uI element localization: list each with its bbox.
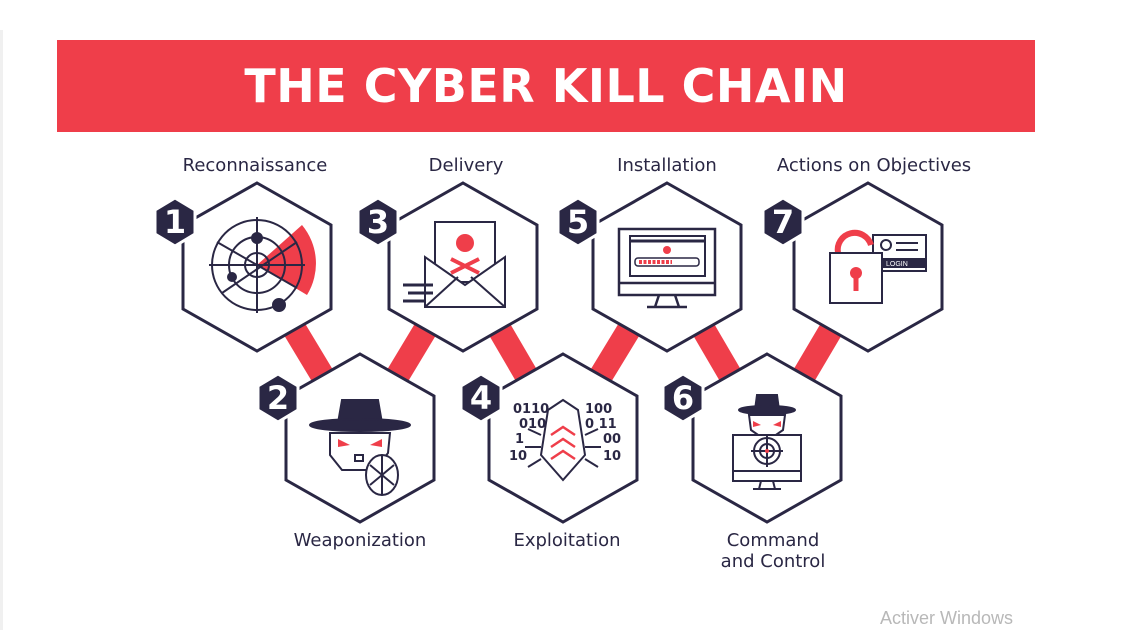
binary-text: 1 [515,432,524,447]
monitor-malware-install-icon [617,227,717,309]
step-number: 2 [267,379,289,417]
hacker-grenade-icon [309,399,411,496]
binary-text: 0110 [513,402,549,417]
number-badge [356,196,400,248]
step-label-exploitation: Exploitation [513,530,621,551]
number-badge [661,372,705,424]
number-badge [761,196,805,248]
malicious-email-icon [403,221,506,308]
step-hexagon-5 [591,181,743,353]
step-number: 5 [567,203,589,241]
radar-icon [209,217,316,313]
label-line: Command [726,530,820,551]
number-badge [256,372,300,424]
bug-binary-icon: 0110 010 1 10 100 0 11 00 10 [509,398,621,482]
step-number: 7 [772,203,794,241]
number-badge [153,196,197,248]
number-badges: 1 2 3 4 5 6 7 [153,196,805,424]
unlocked-login-icon: LOGIN [829,229,927,304]
step-label-command-and-control: Command and Control [653,530,893,572]
step-label-actions-on-objectives: Actions on Objectives [776,155,972,176]
login-label: LOGIN [886,261,908,268]
step-number: 4 [470,379,492,417]
binary-text: 100 [585,402,612,417]
step-label-reconnaissance: Reconnaissance [182,155,328,176]
step-label-delivery: Delivery [428,155,504,176]
binary-text: 010 [519,417,546,432]
windows-activation-watermark: Activer Windows [880,608,1014,628]
page-edge [0,30,3,630]
binary-text: 00 [603,432,621,447]
title-banner: THE CYBER KILL CHAIN [57,40,1035,132]
step-label-weaponization: Weaponization [293,530,427,551]
binary-text: 10 [509,449,527,464]
binary-text: 10 [603,449,621,464]
binary-text: 0 11 [585,417,617,432]
label-line: and Control [720,551,826,572]
step-number: 3 [367,203,389,241]
page-title: THE CYBER KILL CHAIN [244,59,848,113]
step-number: 1 [164,203,186,241]
step-number: 6 [672,379,694,417]
number-badge [556,196,600,248]
number-badge [459,372,503,424]
hacker-target-monitor-icon [732,394,802,490]
step-label-installation: Installation [617,155,717,176]
